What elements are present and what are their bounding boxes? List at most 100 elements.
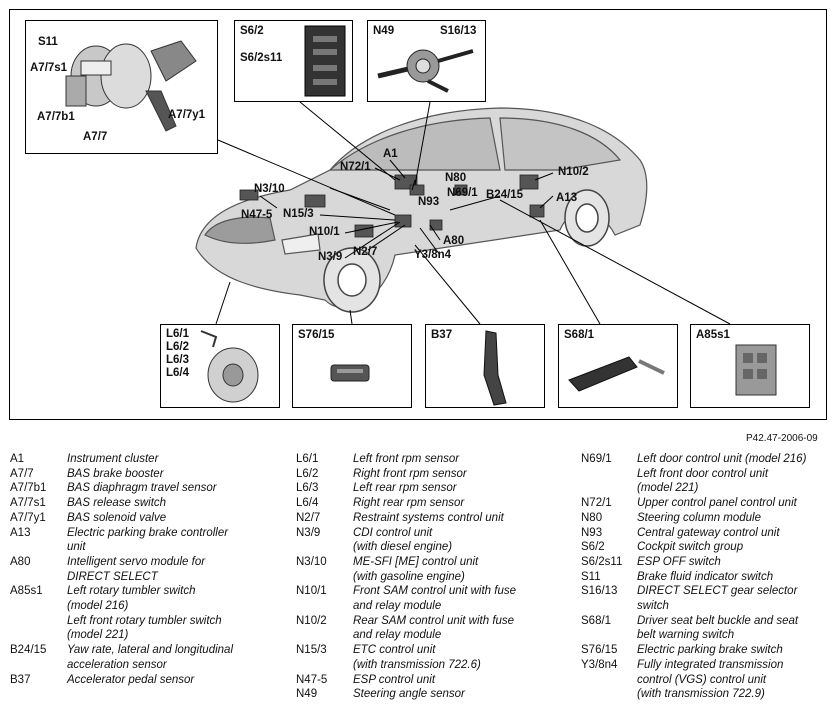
legend-code: S6/2: [581, 541, 605, 554]
legend-code: S11: [581, 570, 601, 583]
buckle-drawing: [568, 356, 665, 392]
label-n93: N93: [418, 196, 440, 208]
label-n475: N47-5: [241, 209, 273, 221]
legend-entry: N3/9 CDI control unit (with diesel engine…: [296, 526, 568, 555]
legend-description: Driver seat belt buckle and seat belt wa…: [637, 614, 799, 642]
label-l63: L6/3: [166, 354, 190, 366]
legend-code: L6/4: [296, 497, 319, 510]
inset-steering-column: [367, 20, 486, 102]
legend-entry: B24/15 Yaw rate, lateral and longitudinal…: [10, 643, 282, 672]
legend-code: A80: [10, 555, 31, 568]
legend-description: BAS diaphragm travel sensor: [67, 482, 217, 495]
legend-description: BAS brake booster: [67, 467, 164, 480]
legend-code: A7/7b1: [10, 482, 47, 495]
legend-code: Y3/8n4: [581, 658, 618, 671]
label-n39: N3/9: [318, 251, 343, 263]
legend-description: Brake fluid indicator switch: [637, 570, 774, 583]
label-n80: N80: [445, 172, 467, 184]
brake-booster-drawing: [65, 40, 197, 132]
legend-description: CDI control unit (with diesel engine): [353, 526, 453, 554]
legend-entry: A7/7b1 BAS diaphragm travel sensor: [10, 481, 282, 496]
inset-cockpit-switch: [234, 20, 353, 102]
legend-entry: A7/7y1 BAS solenoid valve: [10, 511, 282, 526]
label-n27: N2/7: [353, 246, 378, 258]
legend-code: L6/1: [296, 453, 319, 465]
legend-code: A7/7: [10, 467, 34, 480]
legend-code: N47-5: [296, 673, 328, 686]
legend-code: N69/1: [581, 453, 612, 465]
legend-entry: S11 Brake fluid indicator switch: [581, 570, 827, 585]
legend-description: Electric parking brake controller unit: [67, 526, 229, 554]
label-s1613: S16/13: [440, 25, 477, 37]
label-a77y1: A7/7y1: [168, 109, 206, 121]
legend-code: A7/7s1: [10, 497, 46, 510]
steering-column-drawing: [377, 49, 474, 93]
legend-code: A13: [10, 526, 31, 539]
legend-description: BAS solenoid valve: [67, 511, 167, 524]
legend-entry: A7/7 BAS brake booster: [10, 467, 282, 482]
legend-code: N3/10: [296, 555, 327, 568]
legend-description: Front SAM control unit with fuse and rel…: [353, 585, 516, 613]
legend-code: B37: [10, 673, 31, 686]
label-a80: A80: [443, 235, 465, 247]
legend-description: Left front rpm sensor: [353, 453, 460, 465]
label-n101: N10/1: [309, 226, 340, 238]
label-a1: A1: [383, 148, 398, 160]
diagram-frame: [9, 9, 827, 420]
legend-description: DIRECT SELECT gear selector switch: [637, 585, 798, 613]
label-n721: N72/1: [340, 161, 371, 173]
inset-accelerator-pedal: [425, 324, 545, 408]
legend-code: A85s1: [10, 585, 43, 598]
legend-code: N10/1: [296, 585, 327, 598]
legend-code: A7/7y1: [10, 511, 46, 524]
brake-disc-drawing: [200, 330, 259, 403]
legend-entry: N10/1 Front SAM control unit with fuse an…: [296, 584, 568, 613]
legend-description: Right front rpm sensor: [353, 467, 467, 480]
label-s681: S68/1: [564, 329, 595, 341]
legend-description: Steering angle sensor: [353, 688, 465, 701]
label-s62: S6/2: [240, 25, 264, 37]
legend-code: S6/2s11: [581, 555, 623, 568]
legend-code: N15/3: [296, 644, 327, 657]
control-units: [239, 174, 545, 238]
legend-code: A1: [10, 453, 25, 465]
inset-rotary-tumbler: [690, 324, 810, 408]
legend-description: ESP control unit: [353, 673, 436, 686]
legend-code: N3/9: [296, 526, 321, 539]
legend-description: Yaw rate, lateral and longitudinal accel…: [67, 644, 234, 671]
label-n153: N15/3: [283, 208, 314, 220]
leader-lines: [215, 101, 731, 325]
legend-code: N72/1: [581, 497, 612, 510]
label-b2415: B24/15: [486, 189, 524, 201]
legend-code: S16/13: [581, 585, 618, 598]
legend-entry: S16/13 DIRECT SELECT gear selector switch: [581, 584, 827, 613]
legend-entry: S68/1 Driver seat belt buckle and seat be…: [581, 614, 827, 643]
legend-code: L6/3: [296, 482, 319, 495]
legend-description: Intelligent servo module for DIRECT SELE…: [67, 555, 206, 583]
legend-code: N2/7: [296, 511, 321, 524]
legend-code: B24/15: [10, 644, 47, 657]
legend-description: Cockpit switch group: [637, 541, 744, 554]
legend-code: S68/1: [581, 614, 612, 627]
legend-entry: N47-5 ESP control unit: [296, 673, 568, 688]
legend-code: N80: [581, 511, 603, 524]
legend-description: Left rotary tumbler switch (model 216) L…: [67, 585, 222, 642]
label-a77s1: A7/7s1: [30, 62, 68, 74]
label-n102: N10/2: [558, 166, 589, 178]
legend-entry: L6/1 Left front rpm sensor: [296, 452, 568, 467]
switch-group-drawing: [304, 25, 346, 97]
legend-entry: A13 Electric parking brake controller uni…: [10, 526, 282, 555]
inset-parking-brake-switch: [292, 324, 412, 408]
legend-entry: S6/2 Cockpit switch group: [581, 540, 827, 555]
